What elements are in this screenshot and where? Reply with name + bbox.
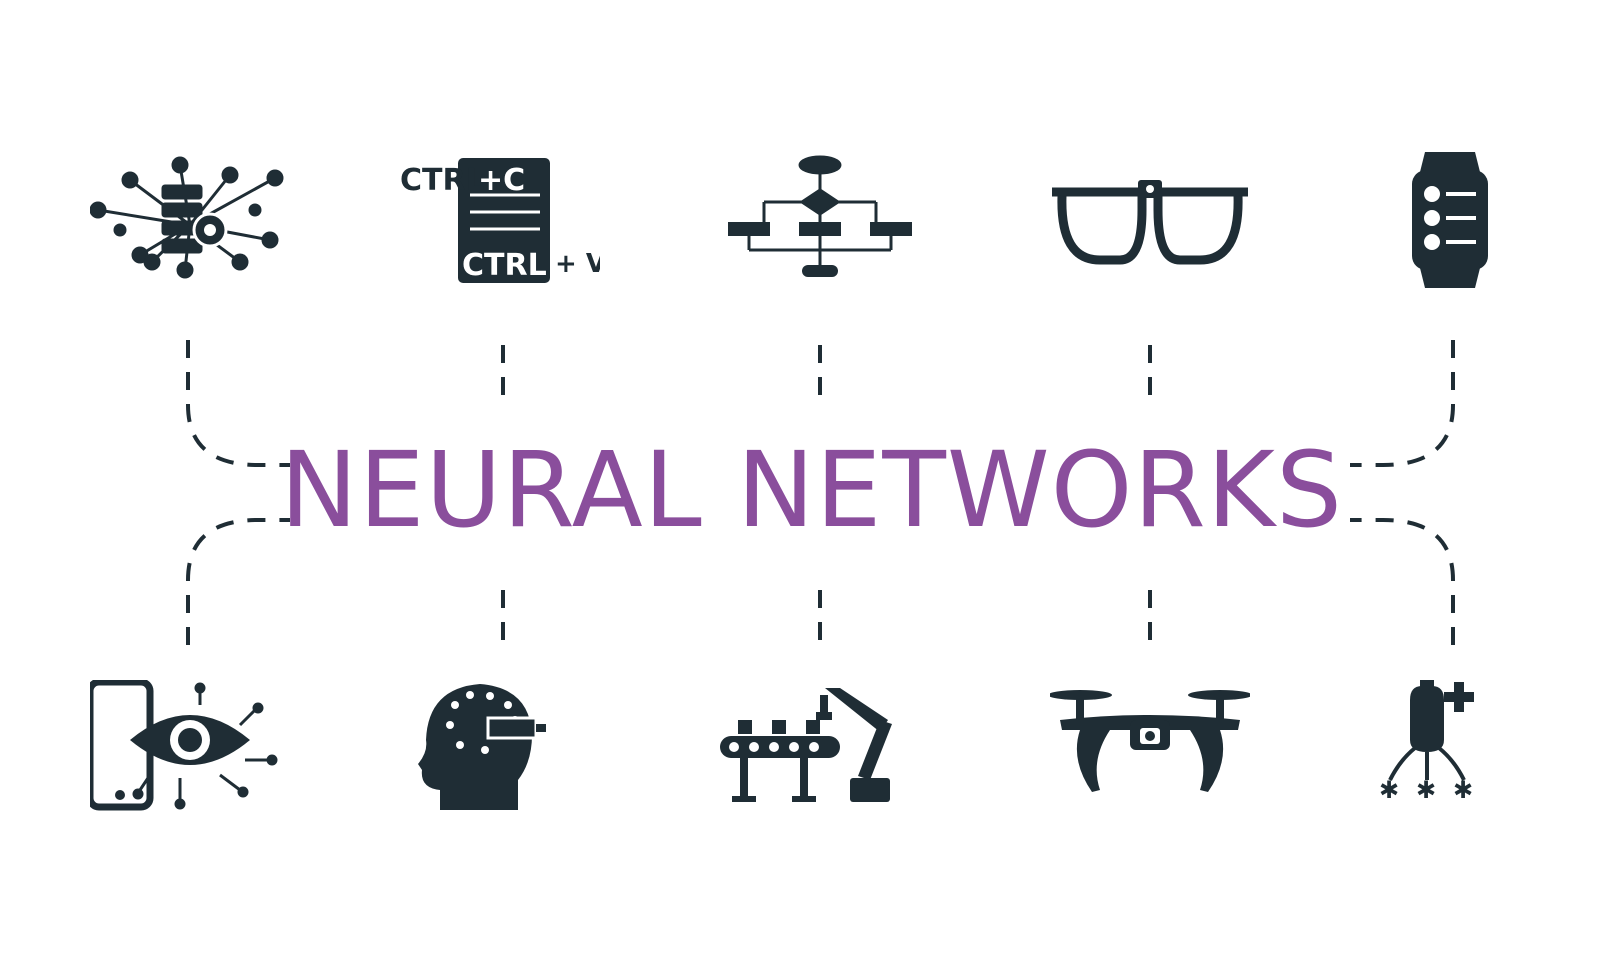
svg-text:+C: +C	[478, 163, 525, 198]
smartwatch-icon	[1350, 150, 1550, 300]
svg-text:✱: ✱	[1416, 776, 1436, 804]
medical-nanobot-icon: ✱ ✱ ✱	[1350, 680, 1550, 830]
svg-text:+ V: + V	[555, 249, 600, 279]
copy-paste-document-icon: CTRL +C CTRL + V	[400, 150, 600, 300]
drone-icon	[1050, 680, 1250, 830]
robot-arm-conveyor-icon	[720, 680, 920, 830]
svg-text:CTRL: CTRL	[400, 163, 485, 198]
data-network-gear-icon	[90, 150, 290, 300]
page-title: NEURAL NETWORKS	[279, 429, 1344, 551]
flowchart-icon	[720, 150, 920, 300]
brain-circuit-head-icon	[400, 680, 600, 830]
svg-text:CTRL: CTRL	[462, 248, 547, 283]
svg-text:✱: ✱	[1453, 776, 1473, 804]
svg-text:✱: ✱	[1379, 776, 1399, 804]
mobile-eye-recognition-icon	[90, 680, 290, 830]
smart-glasses-icon	[1050, 150, 1250, 300]
